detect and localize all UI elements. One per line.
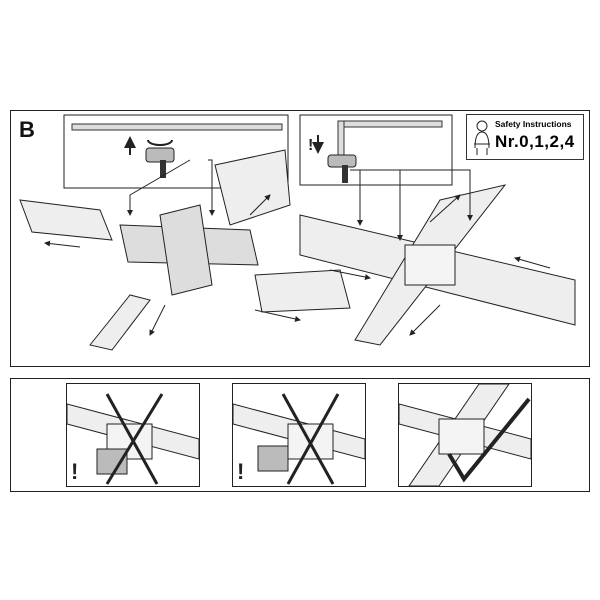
cross-icon xyxy=(281,393,340,485)
cross-connector-exploded xyxy=(19,149,351,351)
svg-text:!: ! xyxy=(237,459,244,484)
svg-text:!: ! xyxy=(308,137,313,154)
example-correct xyxy=(398,383,532,487)
example-incorrect-1: ! xyxy=(66,383,200,487)
safety-title: Safety Instructions xyxy=(495,119,572,129)
direction-arrows xyxy=(44,159,551,336)
person-reading-icon xyxy=(474,120,490,155)
safety-instructions-badge: Safety Instructions Nr.0,1,2,4 xyxy=(466,114,584,160)
cross-icon xyxy=(105,393,164,485)
safety-number: Nr.0,1,2,4 xyxy=(495,132,575,151)
check-icon xyxy=(447,397,531,483)
step-label: B xyxy=(19,117,35,142)
hex-key-detail-right: ! xyxy=(299,114,453,186)
svg-text:!: ! xyxy=(71,459,78,484)
cross-connector-assembled xyxy=(299,184,576,346)
example-incorrect-2: ! xyxy=(232,383,366,487)
